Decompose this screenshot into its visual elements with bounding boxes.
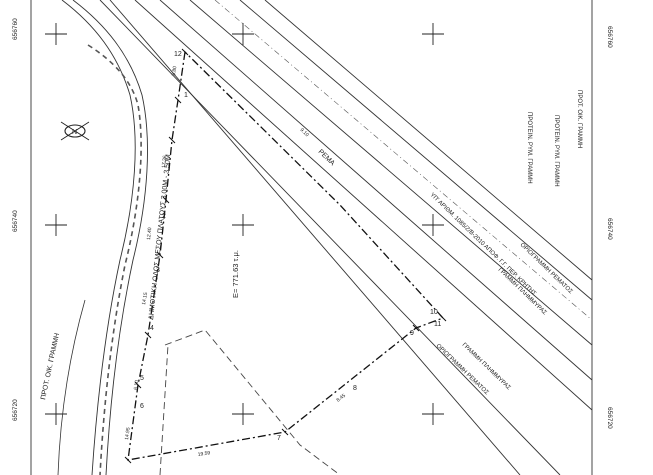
grid-label-right-3: 656720 xyxy=(606,407,613,429)
lower-label-2: ΟΡΙΟΓΡΑΜΜΗ ΡΕΜΑΤΟΣ xyxy=(435,343,490,396)
edge-length-8: 9.10 xyxy=(299,127,310,138)
area-label: Ε= 771.63 τ.μ. xyxy=(231,250,240,298)
edge-length-1: 5.80 xyxy=(171,66,178,77)
line-label-2: ΓΡΑΜΜΗ ΠΛΗΜΜΥΡΑΣ xyxy=(497,267,548,317)
line-label-4: ΠΡΟΤΕΙΝ. ΡΥΜ. ΓΡΑΜΜΗ xyxy=(526,112,532,184)
lower-line-labels: ΓΡΑΜΜΗ ΠΛΗΜΜΥΡΑΣ ΟΡΙΟΓΡΑΜΜΗ ΡΕΜΑΤΟΣ xyxy=(435,342,512,396)
edge-length-2: 17.36 xyxy=(161,155,168,168)
vertex-label-8: 8 xyxy=(353,385,357,392)
north-label: Ν xyxy=(72,129,77,136)
vertex-label-6: 6 xyxy=(140,403,144,410)
edge-length-4: 14.15 xyxy=(141,292,149,306)
vertex-labels: 12 1 2 3 4 5 6 7 8 9 10 11 xyxy=(140,51,441,442)
left-line-label: ΠΡΟΤ. ΟΙΚ. ΓΡΑΜΜΗ xyxy=(40,333,61,401)
grid-label-right-2: 656740 xyxy=(606,218,613,240)
stream-label: ΡΕΜΑ xyxy=(317,148,336,167)
lower-label-1: ΓΡΑΜΜΗ ΠΛΗΜΜΥΡΑΣ xyxy=(461,342,512,392)
vertex-label-4: 4 xyxy=(150,325,154,332)
vertex-label-1: 1 xyxy=(184,92,188,99)
vertex-label-5: 5 xyxy=(140,375,144,382)
stream-lines xyxy=(99,0,593,475)
edge-lengths: 5.80 17.36 12.40 14.15 14.95 6.10 8.45 9… xyxy=(124,66,347,458)
edge-length-5: 14.95 xyxy=(124,427,132,440)
vertex-label-10: 10 xyxy=(430,309,438,316)
north-arrow-icon: Ν xyxy=(60,121,90,141)
property-boundary xyxy=(127,50,445,461)
vertex-label-2: 2 xyxy=(162,213,166,220)
grid-label-left-2: 656740 xyxy=(12,210,19,232)
edge-length-6: 6.10 xyxy=(133,380,140,391)
map-frame xyxy=(30,0,593,475)
vertex-label-9: 9 xyxy=(410,330,414,337)
edge-length-7: 8.45 xyxy=(336,393,348,404)
vertex-label-11: 11 xyxy=(434,321,441,328)
road-edge-dashed xyxy=(87,44,142,475)
grid-label-right-1: 656760 xyxy=(606,26,613,48)
lower-dashed-line xyxy=(159,329,341,475)
grid-crosses xyxy=(45,23,444,425)
stream-dashdot-line xyxy=(214,0,593,321)
edge-length-9: 19.59 xyxy=(197,450,210,458)
right-line-labels: ΟΡΙΟΓΡΑΜΜΗ ΡΕΜΑΤΟΣ ΓΡΑΜΜΗ ΠΛΗΜΜΥΡΑΣ ΠΡΟΤ… xyxy=(429,90,582,317)
grid-label-left-3: 656720 xyxy=(12,399,19,421)
grid-right-labels: 656760 656740 656720 xyxy=(606,26,613,429)
property-vertex-ticks xyxy=(124,48,447,464)
edge-length-3: 12.40 xyxy=(146,227,153,240)
left-building-line xyxy=(57,299,86,475)
road-band xyxy=(61,0,148,475)
vertex-label-12: 12 xyxy=(174,51,182,58)
line-label-5: ΠΡΟΤ. ΟΙΚ. ΓΡΑΜΜΗ xyxy=(576,90,582,148)
line-label-3: ΠΡΟΤΕΙΝ. ΡΥΜ. ΓΡΑΜΜΗ xyxy=(553,115,559,187)
grid-left-labels: 656760 656740 656720 xyxy=(12,18,19,421)
grid-label-left-1: 656760 xyxy=(12,18,19,40)
vertex-label-7: 7 xyxy=(277,435,281,442)
vertex-label-3: 3 xyxy=(156,267,160,274)
